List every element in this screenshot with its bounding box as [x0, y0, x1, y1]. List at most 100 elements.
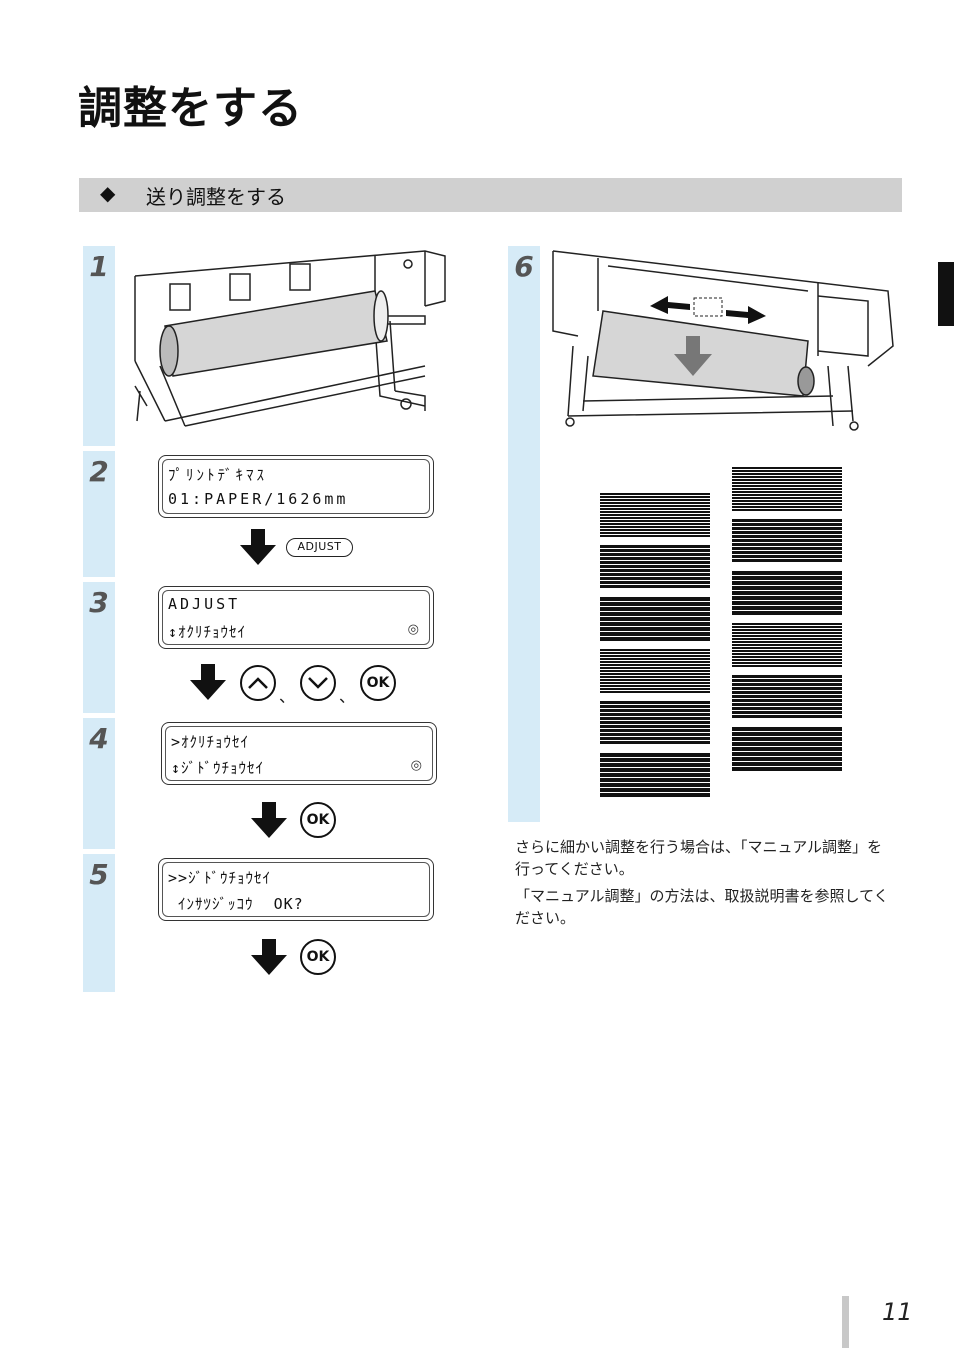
pattern-stripe — [600, 627, 710, 631]
pattern-stripe — [732, 742, 842, 746]
pattern-stripe — [600, 652, 710, 654]
pattern-stripe — [732, 611, 842, 615]
page-number-bar — [842, 1296, 849, 1348]
pattern-stripe — [732, 503, 842, 505]
pattern-stripe — [600, 511, 710, 513]
step-number-3: 3 — [89, 586, 109, 619]
pattern-stripe — [600, 597, 710, 601]
pattern-stripe — [600, 499, 710, 501]
lcd-display-step3: ADJUST ↕ｵｸﾘﾁｮｳｾｲ ◎ — [158, 586, 434, 649]
pattern-stripe — [732, 665, 842, 667]
pattern-stripe — [732, 703, 842, 706]
pattern-stripe — [600, 661, 710, 663]
down-arrow-icon — [251, 802, 287, 838]
pattern-stripe — [600, 655, 710, 657]
pattern-stripe — [732, 757, 842, 761]
pattern-stripe — [600, 508, 710, 510]
step-band-2 — [83, 451, 115, 577]
pattern-stripe — [732, 559, 842, 562]
pattern-stripe — [600, 602, 710, 606]
pattern-stripe — [732, 679, 842, 682]
down-arrow-icon — [190, 664, 226, 700]
pattern-stripe — [732, 601, 842, 605]
pattern-stripe — [600, 701, 710, 704]
pattern-stripe — [600, 768, 710, 772]
pattern-stripe — [732, 479, 842, 481]
section-bar — [79, 178, 902, 212]
pattern-stripe — [600, 622, 710, 626]
pattern-stripe — [732, 737, 842, 741]
pattern-stripe — [732, 762, 842, 766]
enter-mark-icon: ◎ — [407, 622, 419, 637]
separator: 、 — [339, 687, 356, 706]
ok-key: OK — [300, 939, 336, 975]
pattern-stripe — [732, 732, 842, 736]
chapter-tab — [938, 262, 954, 326]
pattern-stripe — [600, 717, 710, 720]
pattern-stripe — [600, 709, 710, 712]
pattern-stripe — [732, 647, 842, 649]
separator: 、 — [279, 687, 296, 706]
pattern-stripe — [600, 523, 710, 525]
lcd-display-step2: ﾌﾟﾘﾝﾄﾃﾞｷﾏｽ 01:PAPER/1626mm — [158, 455, 434, 518]
pattern-stripe — [732, 535, 842, 538]
pattern-stripe — [732, 695, 842, 698]
pattern-stripe — [600, 529, 710, 531]
pattern-stripe — [600, 670, 710, 672]
pattern-stripe — [732, 626, 842, 628]
pattern-stripe — [732, 638, 842, 640]
lcd-line-2: 01:PAPER/1626mm — [168, 490, 349, 508]
pattern-stripe — [732, 687, 842, 690]
pattern-stripe — [732, 488, 842, 490]
pattern-stripe — [732, 711, 842, 714]
pattern-stripe — [600, 617, 710, 621]
pattern-stripe — [732, 707, 842, 710]
down-key-icon — [300, 665, 336, 701]
pattern-stripe — [600, 514, 710, 516]
pattern-stripe — [600, 553, 710, 556]
pattern-stripe — [732, 555, 842, 558]
pattern-stripe — [732, 699, 842, 702]
pattern-stripe — [732, 653, 842, 655]
pattern-stripe — [732, 650, 842, 652]
pattern-stripe — [732, 727, 842, 731]
pattern-stripe — [600, 493, 710, 495]
lcd-display-step5: >>ｼﾞﾄﾞｳﾁｮｳｾｲ ｲﾝｻﾂｼﾞｯｺｳ OK? — [158, 858, 434, 921]
pattern-stripe — [732, 571, 842, 575]
lcd-line-2: ↕ｼﾞﾄﾞｳﾁｮｳｾｲ — [171, 759, 265, 777]
pattern-stripe — [600, 753, 710, 757]
pattern-stripe — [600, 763, 710, 767]
step-number-5: 5 — [89, 858, 109, 891]
pattern-stripe — [600, 688, 710, 690]
pattern-stripe — [600, 673, 710, 675]
pattern-stripe — [732, 683, 842, 686]
lcd-line-2: ↕ｵｸﾘﾁｮｳｾｲ — [168, 623, 247, 641]
pattern-stripe — [600, 581, 710, 584]
pattern-stripe — [600, 632, 710, 636]
pattern-stripe — [732, 539, 842, 542]
diamond-icon: ◆ — [100, 181, 116, 205]
pattern-stripe — [732, 623, 842, 625]
pattern-stripe — [600, 545, 710, 548]
pattern-stripe — [732, 523, 842, 526]
pattern-stripe — [600, 676, 710, 678]
pattern-stripe — [600, 517, 710, 519]
pattern-stripe — [732, 467, 842, 469]
pattern-stripe — [600, 637, 710, 641]
pattern-stripe — [600, 569, 710, 572]
pattern-stripe — [732, 641, 842, 643]
pattern-stripe — [732, 497, 842, 499]
pattern-stripe — [600, 685, 710, 687]
enter-mark-icon: ◎ — [410, 758, 422, 773]
step-band-4 — [83, 718, 115, 849]
pattern-stripe — [732, 644, 842, 646]
pattern-stripe — [600, 561, 710, 564]
pattern-stripe — [732, 494, 842, 496]
printer-illustration-front — [134, 250, 446, 427]
step-number-4: 4 — [89, 722, 109, 755]
pattern-stripe — [600, 664, 710, 666]
pattern-stripe — [600, 612, 710, 616]
pattern-stripe — [732, 656, 842, 658]
pattern-stripe — [600, 721, 710, 724]
pattern-stripe — [600, 793, 710, 797]
